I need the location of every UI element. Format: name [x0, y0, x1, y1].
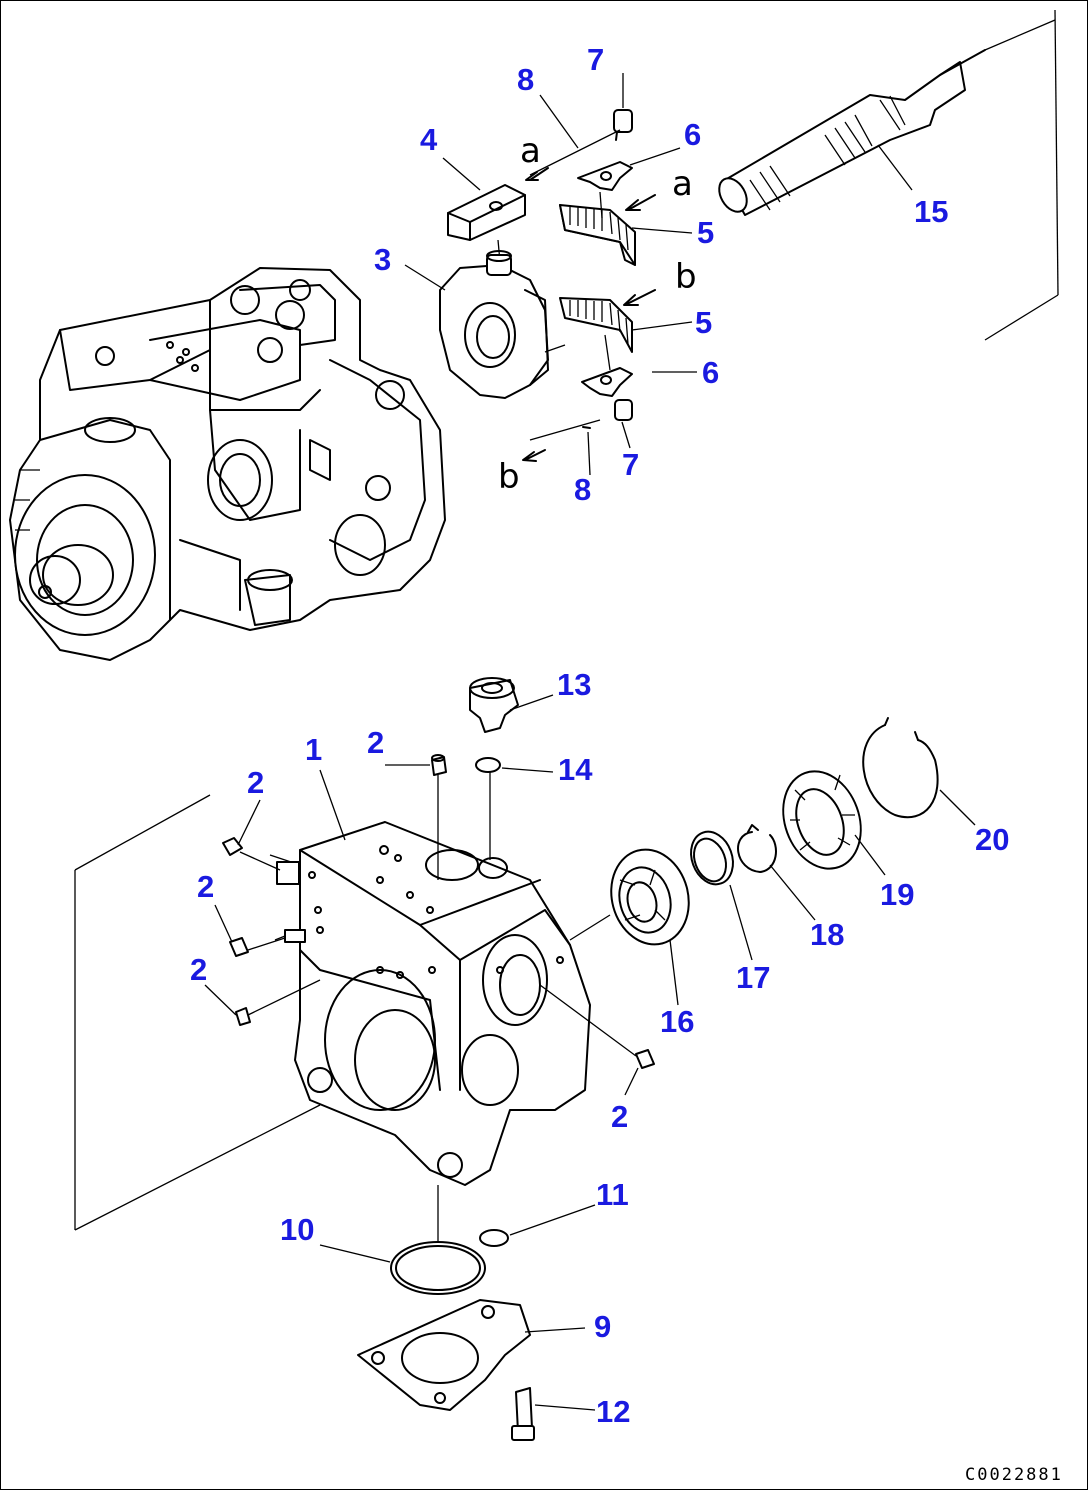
- ref-letter-b-right: b: [675, 257, 697, 297]
- part-2-plug-upper-left: [222, 837, 281, 871]
- assy-line-5-6: [604, 334, 611, 371]
- callout-6-upper: 6: [684, 117, 701, 152]
- arrow-b-left: [522, 449, 546, 462]
- callout-8-upper: 8: [517, 62, 534, 97]
- part-2-plug-top: [431, 754, 447, 880]
- part-12-bolt: [511, 1387, 535, 1441]
- callout-16: 16: [660, 1004, 694, 1039]
- part-15-shaft: [718, 9, 1059, 341]
- part-3-swash-plate: [439, 250, 549, 399]
- assy-line-6-5: [599, 191, 603, 219]
- ref-letter-a-left: a: [520, 131, 541, 171]
- part-6-plate-lower: [581, 367, 633, 397]
- part-5-shoe-lower: [559, 297, 633, 353]
- part-2-plug-right: [539, 984, 655, 1069]
- callout-7-lower: 7: [622, 447, 639, 482]
- callout-leaders: [204, 73, 976, 1411]
- callout-7-upper: 7: [587, 42, 604, 77]
- part-16-bearing: [569, 848, 690, 946]
- callout-14: 14: [558, 752, 593, 787]
- ref-letter-b-left: b: [498, 457, 520, 497]
- part-2-plug-mid-left: [229, 937, 286, 957]
- callout-20: 20: [975, 822, 1009, 857]
- leader-8-upper: [529, 129, 621, 176]
- part-1-pump-housing: [269, 821, 591, 1186]
- callout-2-right: 2: [611, 1099, 628, 1134]
- assy-frame-bottom: [74, 1104, 321, 1231]
- callout-5-upper: 5: [697, 215, 714, 250]
- reference-letters: a a b b: [498, 131, 697, 497]
- part-9-cover-plate: [357, 1299, 531, 1411]
- callout-9: 9: [594, 1309, 611, 1344]
- part-7-pin-lower: [614, 399, 633, 421]
- callout-11: 11: [596, 1177, 629, 1212]
- part-14-o-ring: [475, 757, 501, 860]
- assy-frame-top: [74, 794, 211, 871]
- part-4-block: [447, 184, 526, 241]
- arrow-b-right: [623, 289, 656, 306]
- part-6-plate-upper: [577, 161, 633, 191]
- callout-numbers: 7 8 6 4 15 5 3 5 6 7 8 13 1 2 14 2 20 2 …: [190, 42, 1009, 1429]
- pump-assembly-drawing: [9, 267, 446, 661]
- callout-2-top: 2: [367, 725, 384, 760]
- part-2-plug-lower-left: [235, 979, 321, 1026]
- part-18-snap-ring: [737, 824, 777, 873]
- part-8-pin-lower: [582, 426, 591, 429]
- callout-4: 4: [420, 122, 438, 157]
- part-17-ring: [690, 830, 734, 886]
- assy-line-3-5: [544, 344, 566, 353]
- arrow-a-right: [625, 194, 656, 211]
- callout-6-lower: 6: [702, 355, 719, 390]
- callout-2-lower-left: 2: [190, 952, 207, 987]
- callout-19: 19: [880, 877, 914, 912]
- part-20-snap-ring: [862, 717, 939, 819]
- callout-1: 1: [305, 732, 322, 767]
- callout-2-mid-left: 2: [197, 869, 214, 904]
- part-7-pin-upper: [613, 109, 633, 141]
- callout-15: 15: [914, 194, 948, 229]
- callout-17: 17: [736, 960, 770, 995]
- part-10-o-ring: [390, 1241, 486, 1295]
- ref-letter-a-right: a: [672, 164, 693, 204]
- part-5-shoe-upper: [559, 204, 636, 266]
- arrow-a-left: [525, 167, 549, 181]
- callout-3: 3: [374, 242, 391, 277]
- callout-10: 10: [280, 1212, 314, 1247]
- callout-2-upper-left: 2: [247, 765, 264, 800]
- callout-13: 13: [557, 667, 591, 702]
- part-19-oil-seal: [782, 770, 862, 870]
- diagram-code: C0022881: [965, 1465, 1063, 1485]
- part-11-o-ring: [479, 1229, 509, 1247]
- callout-8-lower: 8: [574, 472, 591, 507]
- leader-8-lower: [529, 419, 601, 441]
- callout-5-lower: 5: [695, 305, 712, 340]
- part-13-plug: [469, 677, 519, 733]
- callout-18: 18: [810, 917, 844, 952]
- callout-12: 12: [596, 1394, 630, 1429]
